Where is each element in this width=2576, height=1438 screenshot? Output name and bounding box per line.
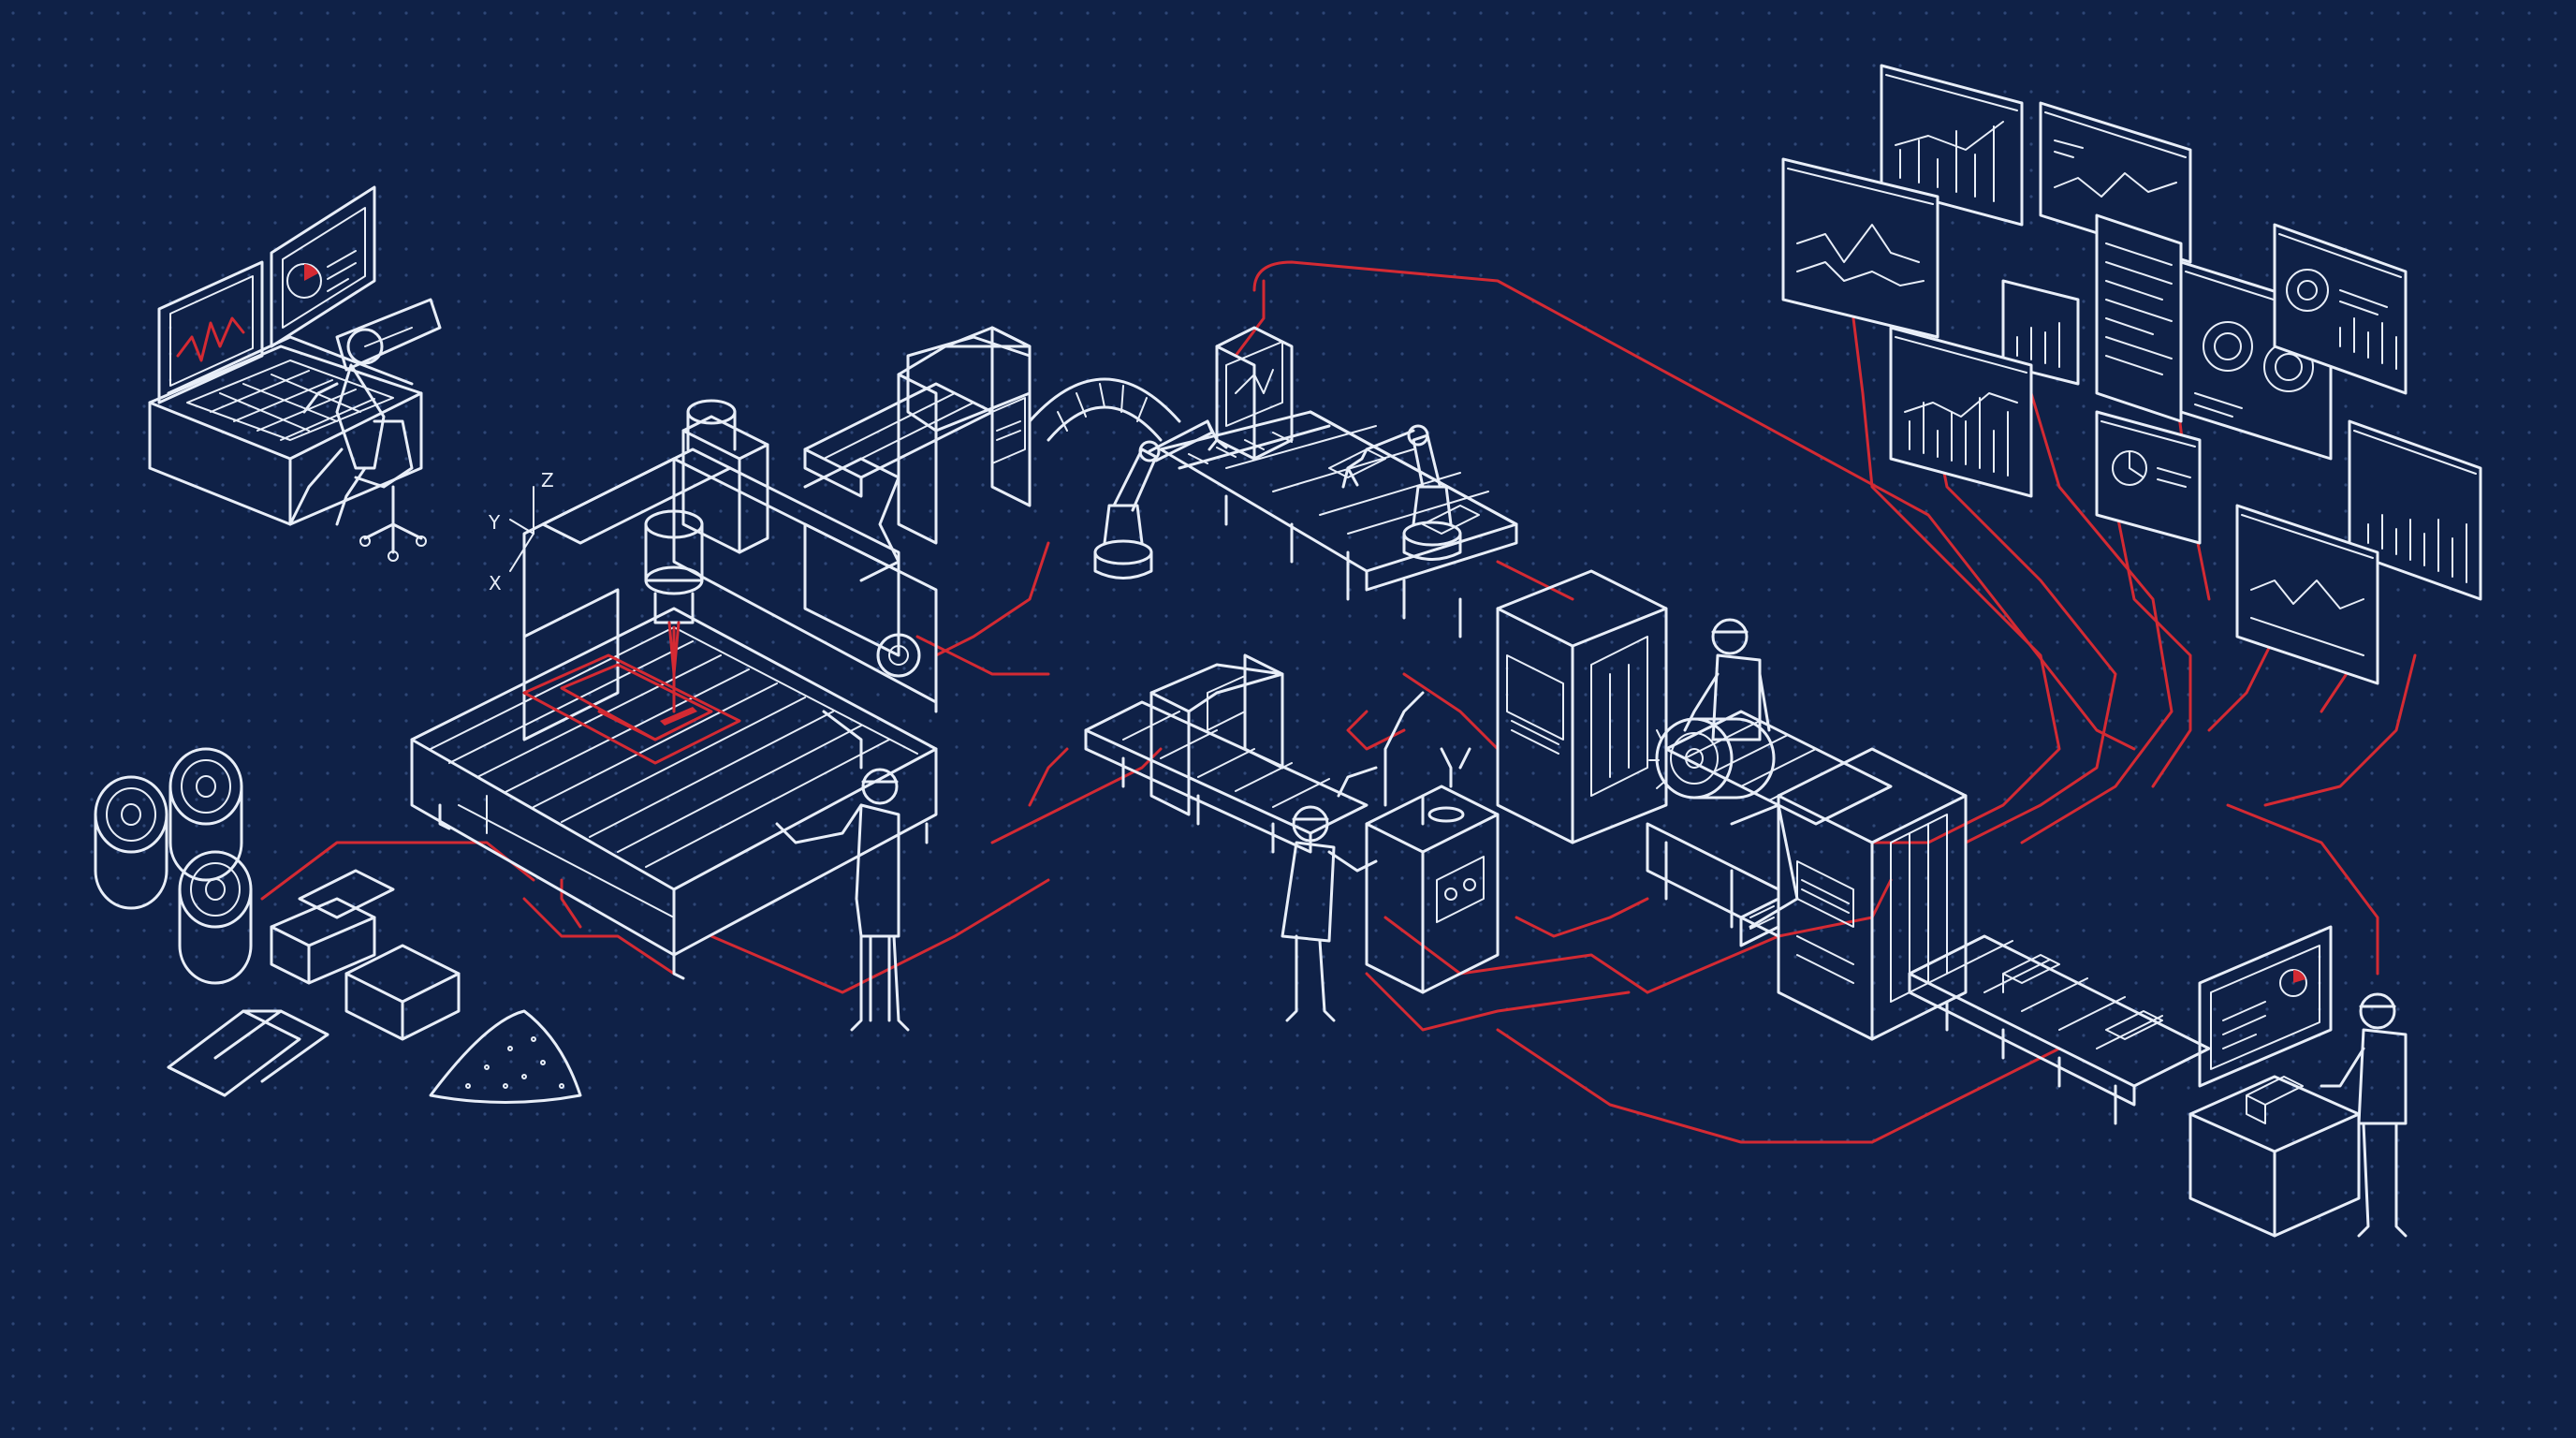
- curved-conveyor: [1028, 377, 1181, 442]
- monitor-left: [157, 260, 264, 404]
- wire-spool-2: [168, 747, 243, 882]
- axis-x-label: X: [489, 572, 502, 594]
- scanner-gate-1: [897, 326, 1032, 545]
- angle-profiles: [167, 1009, 329, 1097]
- shipping-monitor: [2198, 925, 2333, 1088]
- machining-center: [1496, 569, 1893, 844]
- dashboard-small-bars: [2001, 279, 2080, 386]
- scanner-gate-3: [1149, 653, 1284, 816]
- workpiece: [522, 653, 741, 765]
- xyz-axis-indicator: Z Y X: [488, 469, 554, 594]
- dashboard-text-panel: [2095, 213, 2183, 423]
- cnc-operator: [775, 768, 910, 1032]
- metal-blocks: [270, 869, 461, 1041]
- dashboard-line-chart-3: [2235, 504, 2379, 685]
- data-connection-lines: [260, 260, 2417, 1144]
- spindle-head: [644, 399, 769, 713]
- gear-wheel: [1648, 717, 1776, 800]
- powder-pile: [429, 1009, 582, 1104]
- control-desk-station: [148, 185, 442, 562]
- robot-arm-2: [1341, 424, 1462, 561]
- assembly-worker: [1281, 805, 1378, 1022]
- dashboard-donut: [2273, 223, 2408, 395]
- dashboard-line-chart-1: [1781, 157, 1939, 339]
- operator-seated: [288, 328, 427, 562]
- shipping-station: [2188, 925, 2408, 1238]
- axis-y-label: Y: [488, 511, 501, 534]
- machinist-worker: [1683, 618, 1771, 741]
- dashboard-bar-chart-3: [2348, 419, 2482, 601]
- axis-z-label: Z: [541, 469, 554, 492]
- shipping-worker: [2320, 992, 2408, 1238]
- middle-conveyor-line: [1084, 653, 1500, 1022]
- wire-spool-3: [178, 850, 253, 985]
- dashboard-bar-chart-2: [1889, 326, 2033, 498]
- monitor-right: [270, 185, 376, 348]
- raw-materials: [94, 747, 582, 1104]
- dashboard-line-chart-2: [2039, 101, 2192, 264]
- robot-arm-1: [1093, 419, 1228, 580]
- final-conveyor-line: [1646, 747, 2211, 1125]
- wire-spool-1: [94, 775, 168, 910]
- analytics-dashboards: [1781, 64, 2482, 685]
- scanner-gate-2: [1215, 326, 1294, 461]
- cnc-machine: [410, 399, 938, 980]
- assembly-machine: [1337, 691, 1500, 994]
- top-conveyor-line: [803, 326, 1518, 638]
- dashboard-pie: [2095, 410, 2202, 545]
- dashboard-bar-chart-1: [1880, 64, 2024, 227]
